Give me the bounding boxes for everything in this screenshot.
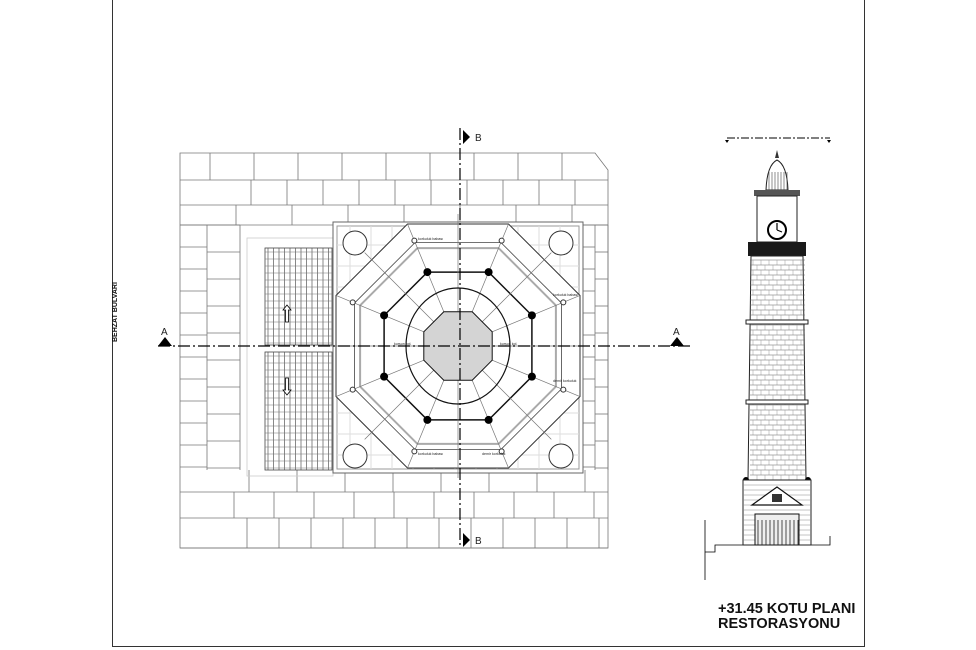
- corner-column: [342, 230, 368, 256]
- cornice: [754, 190, 800, 196]
- railing-post: [498, 237, 505, 244]
- railing-post: [498, 448, 505, 455]
- drawing-frame: [112, 0, 865, 647]
- radial-rib: [364, 369, 435, 440]
- label-railing-post: korkuluk babası: [418, 452, 443, 456]
- railing-post: [349, 299, 356, 306]
- radial-rib: [481, 369, 552, 440]
- column-dot: [380, 311, 389, 320]
- radial-rib: [481, 252, 552, 323]
- street-label: BEHZAT BULVARI: [112, 282, 119, 342]
- level-marker-icon: [725, 140, 831, 143]
- balcony-railing: [748, 242, 806, 256]
- label-iron-railing: demir korkuluk: [553, 379, 577, 383]
- column-dot: [423, 268, 432, 277]
- arrow-up-icon: [282, 304, 292, 323]
- section-a-marker: [158, 337, 172, 346]
- label-railing-post: korkuluk babası: [553, 293, 578, 297]
- section-b-label: B: [475, 133, 482, 144]
- label-railing-post: korkuluk babası: [418, 237, 443, 241]
- column-dot: [527, 372, 536, 381]
- clock-hands: [776, 223, 783, 233]
- label-iron-railing: demir korkuluk: [482, 452, 506, 456]
- arrow-down-icon: [282, 377, 292, 396]
- label-lead-cover: kurşun kpl.: [394, 342, 411, 346]
- pediment-window: [772, 494, 782, 502]
- railing-post: [560, 386, 567, 393]
- section-b-label: B: [475, 536, 482, 547]
- corner-column: [342, 443, 368, 469]
- tower-shaft: [747, 255, 807, 481]
- section-lines: A A B B: [158, 128, 690, 548]
- section-a-label: A: [673, 327, 680, 338]
- section-b-marker: [463, 533, 470, 547]
- column-dot: [527, 311, 536, 320]
- section-b-marker: [463, 130, 470, 144]
- section-a-marker: [670, 337, 684, 346]
- section-a-label: A: [161, 327, 168, 338]
- grate-panel: [264, 247, 333, 346]
- string-course: [745, 399, 809, 405]
- column-dot: [484, 415, 493, 424]
- plan-labels: korkuluk babası korkuluk babası korkuluk b…: [394, 237, 578, 456]
- grate-panel: [264, 351, 333, 471]
- column-dot: [380, 372, 389, 381]
- title-line-2: RESTORASYONU: [718, 616, 841, 632]
- railing-post: [349, 386, 356, 393]
- title-line-1: +31.45 KOTU PLANI: [718, 601, 856, 617]
- tower-elevation: [704, 137, 831, 580]
- finial: [775, 150, 779, 158]
- paving-grid: [179, 152, 609, 549]
- tower-top-plan: [326, 214, 590, 478]
- railing-post: [560, 299, 567, 306]
- railing-post: [411, 237, 418, 244]
- column-dot: [423, 415, 432, 424]
- ground-line: [704, 520, 831, 580]
- label-lead-cover: kurşun kpl.: [500, 342, 517, 346]
- corner-column: [548, 230, 574, 256]
- floor-grate: [264, 247, 333, 471]
- drawing-title: +31.45 KOTU PLANI RESTORASYONU: [718, 602, 855, 632]
- string-course: [745, 319, 809, 325]
- radial-rib: [364, 252, 435, 323]
- railing-post: [411, 448, 418, 455]
- corner-column: [548, 443, 574, 469]
- column-dot: [484, 268, 493, 277]
